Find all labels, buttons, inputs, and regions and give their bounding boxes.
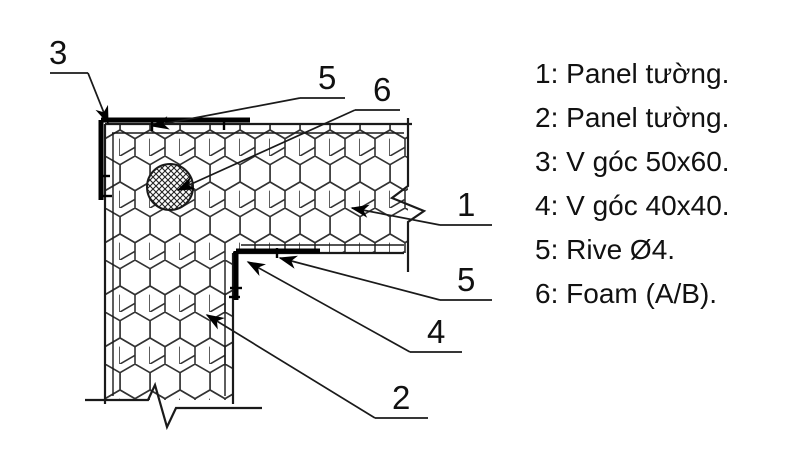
legend-label-4: V góc 40x40. [566,190,730,221]
legend-key-6: 6: [535,278,559,309]
panel-assembly [105,124,408,400]
legend-label-5: Rive Ø4. [566,234,676,265]
callout-1: 1 [457,186,475,223]
break-line-right [389,118,427,272]
callout-4: 4 [427,313,445,350]
leader-6-line [176,109,356,191]
leader-lines [50,72,492,419]
legend-label-3: V góc 50x60. [566,146,730,177]
callout-5-top: 5 [318,59,336,96]
legend-key-3: 3: [535,146,559,177]
leader-3-line [87,72,109,125]
legend-label-1: Panel tường. [566,58,730,89]
break-line-bottom [85,381,262,431]
leader-4-line [246,261,411,353]
legend-item-2: 2: Panel tường. [535,96,800,140]
legend-key-2: 2: [535,102,559,133]
legend-label-6: Foam (A/B). [566,278,718,309]
leader-5top-line [150,97,301,130]
legend-list: 1: Panel tường. 2: Panel tường. 3: V góc… [535,52,800,316]
legend-item-6: 6: Foam (A/B). [535,272,800,316]
panel-honeycomb-core [105,124,408,400]
leader-5mid-line [278,255,441,301]
legend-key-1: 1: [535,58,559,89]
callout-6: 6 [373,71,391,108]
legend-key-4: 4: [535,190,559,221]
legend-item-5: 5: Rive Ø4. [535,228,800,272]
inner-corner-angle-bracket [230,248,320,300]
legend-key-5: 5: [535,234,559,265]
break-line-symbols [85,118,427,431]
callout-numbers: 3 5 6 1 5 4 2 [49,34,475,416]
legend-label-2: Panel tường. [566,102,730,133]
leader-2-line [205,314,376,419]
legend-item-4: 4: V góc 40x40. [535,184,800,228]
legend-item-1: 1: Panel tường. [535,52,800,96]
legend-item-3: 3: V góc 50x60. [535,140,800,184]
leader-1-line [350,204,441,226]
callout-2: 2 [392,379,410,416]
callout-5-mid: 5 [457,261,475,298]
callout-3: 3 [49,34,67,71]
